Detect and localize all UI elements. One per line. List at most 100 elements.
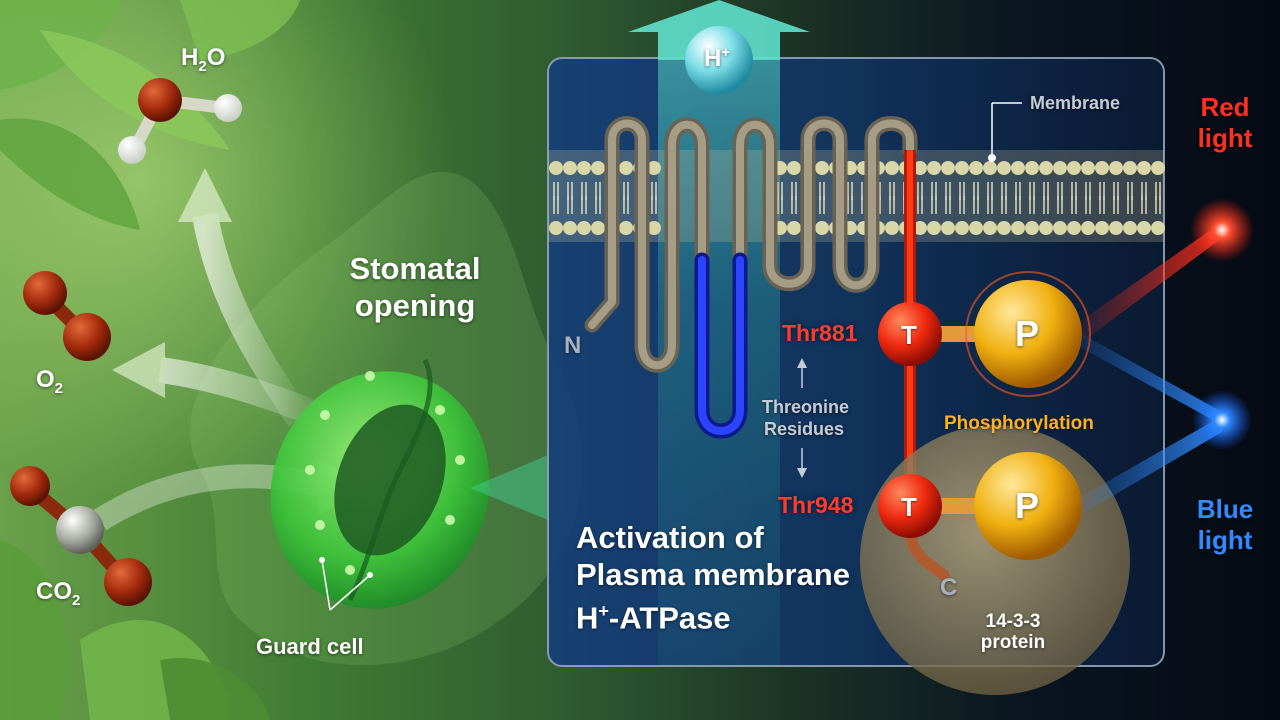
lipid-head — [1095, 161, 1109, 175]
guard-cell-pointer-1 — [321, 559, 331, 611]
lipid-head — [983, 221, 997, 235]
threonine-arrowhead-up — [797, 358, 807, 368]
lipid-head — [787, 221, 801, 235]
lipid-head — [1011, 161, 1025, 175]
blue-light-beam-1 — [1075, 330, 1222, 425]
lipid-head — [549, 161, 563, 175]
guard-cell-pointer-2 — [329, 574, 371, 611]
lipid-head — [1137, 221, 1151, 235]
lipid-head — [1109, 161, 1123, 175]
stomatal-pore — [334, 404, 446, 556]
c-terminus-stub — [904, 514, 950, 581]
lipid-head — [563, 161, 577, 175]
water-molecule — [118, 78, 242, 164]
p-letter-948: P — [1015, 485, 1040, 526]
t-letter-881: T — [901, 320, 917, 350]
panel-title: Activation of Plasma membrane H+-ATPase — [576, 520, 850, 636]
oxygen-molecule — [23, 271, 111, 361]
lipid-head — [969, 161, 983, 175]
threonine-948-ball — [878, 474, 942, 538]
water-arrowhead — [178, 168, 232, 222]
blue-light-beam-2 — [1075, 416, 1222, 515]
lipid-head — [1067, 221, 1081, 235]
lipid-head — [1039, 161, 1053, 175]
lipid-head — [619, 161, 633, 175]
p-letter-881: P — [1015, 313, 1040, 354]
guard-cell-label: Guard cell — [256, 634, 364, 659]
water-label: H2O — [181, 44, 226, 75]
lipid-head — [1151, 221, 1165, 235]
lipid-head — [1137, 161, 1151, 175]
lipid-head — [885, 161, 899, 175]
oxygen-arrowhead — [112, 342, 165, 398]
thr948-label: Thr948 — [778, 492, 854, 518]
lipid-head — [647, 161, 661, 175]
stomatal-opening-title: Stomatal opening — [349, 251, 481, 323]
lipid-head — [619, 221, 633, 235]
lipid-head — [955, 161, 969, 175]
lipid-head — [1151, 161, 1165, 175]
lipid-head — [1081, 161, 1095, 175]
threonine-arrowhead-down — [797, 468, 807, 478]
membrane-pointer-dot — [988, 154, 996, 162]
lipid-head — [815, 161, 829, 175]
red-light-source — [1190, 198, 1254, 262]
proton-label: H+ — [704, 44, 731, 72]
guard-cell-dot-2 — [367, 572, 373, 578]
guard-cell-dot-1 — [319, 557, 325, 563]
red-light-label: Red light — [1197, 92, 1253, 153]
lipid-head — [1039, 221, 1053, 235]
lipid-head — [1011, 221, 1025, 235]
cytosolic-loop — [698, 256, 744, 435]
lipid-head — [591, 221, 605, 235]
membrane-label: Membrane — [1030, 93, 1121, 113]
lipid-head — [913, 161, 927, 175]
protein-label: 14-3-3 protein — [980, 611, 1046, 653]
n-terminus-label: N — [564, 332, 582, 359]
lipid-head — [577, 161, 591, 175]
lipid-head — [941, 161, 955, 175]
callout-wedge — [470, 455, 548, 520]
lipid-head — [549, 221, 563, 235]
lipid-head — [647, 221, 661, 235]
blue-light-source — [1192, 390, 1252, 450]
lipid-head — [1095, 221, 1109, 235]
transmembrane-helices — [584, 116, 918, 373]
t-letter-948: T — [901, 492, 917, 522]
threonine-residues-label: Threonine Residues — [762, 397, 850, 439]
lipid-head — [1067, 161, 1081, 175]
lipid-head — [1053, 221, 1067, 235]
lipid-head — [1053, 161, 1067, 175]
leaves — [0, 0, 300, 720]
lipid-head — [997, 161, 1011, 175]
lipid-head — [1109, 221, 1123, 235]
lipid-head — [563, 221, 577, 235]
lipid-head — [1123, 161, 1137, 175]
lipid-head — [591, 161, 605, 175]
lipid-head — [787, 161, 801, 175]
thr881-label: Thr881 — [782, 320, 858, 346]
lipid-head — [577, 221, 591, 235]
co2-molecule — [10, 466, 152, 606]
lipid-head — [1025, 221, 1039, 235]
lipid-head — [913, 221, 927, 235]
lipid-head — [1081, 221, 1095, 235]
red-light-beam — [1075, 222, 1222, 340]
lipid-head — [941, 221, 955, 235]
lipid-head — [955, 221, 969, 235]
lipid-head — [927, 221, 941, 235]
lipid-head — [969, 221, 983, 235]
lipid-head — [1025, 161, 1039, 175]
phosphate-881-ball — [974, 280, 1082, 388]
lipid-head — [997, 221, 1011, 235]
lipid-head — [927, 161, 941, 175]
proton-ion — [685, 26, 753, 94]
threonine-881-ball — [878, 302, 942, 366]
oxygen-label: O2 — [36, 366, 64, 397]
lipid-head — [1123, 221, 1137, 235]
c-terminus-label: C — [940, 574, 958, 601]
lipid-head — [815, 221, 829, 235]
phosphate-948-ball — [974, 452, 1082, 560]
lipid-head — [885, 221, 899, 235]
